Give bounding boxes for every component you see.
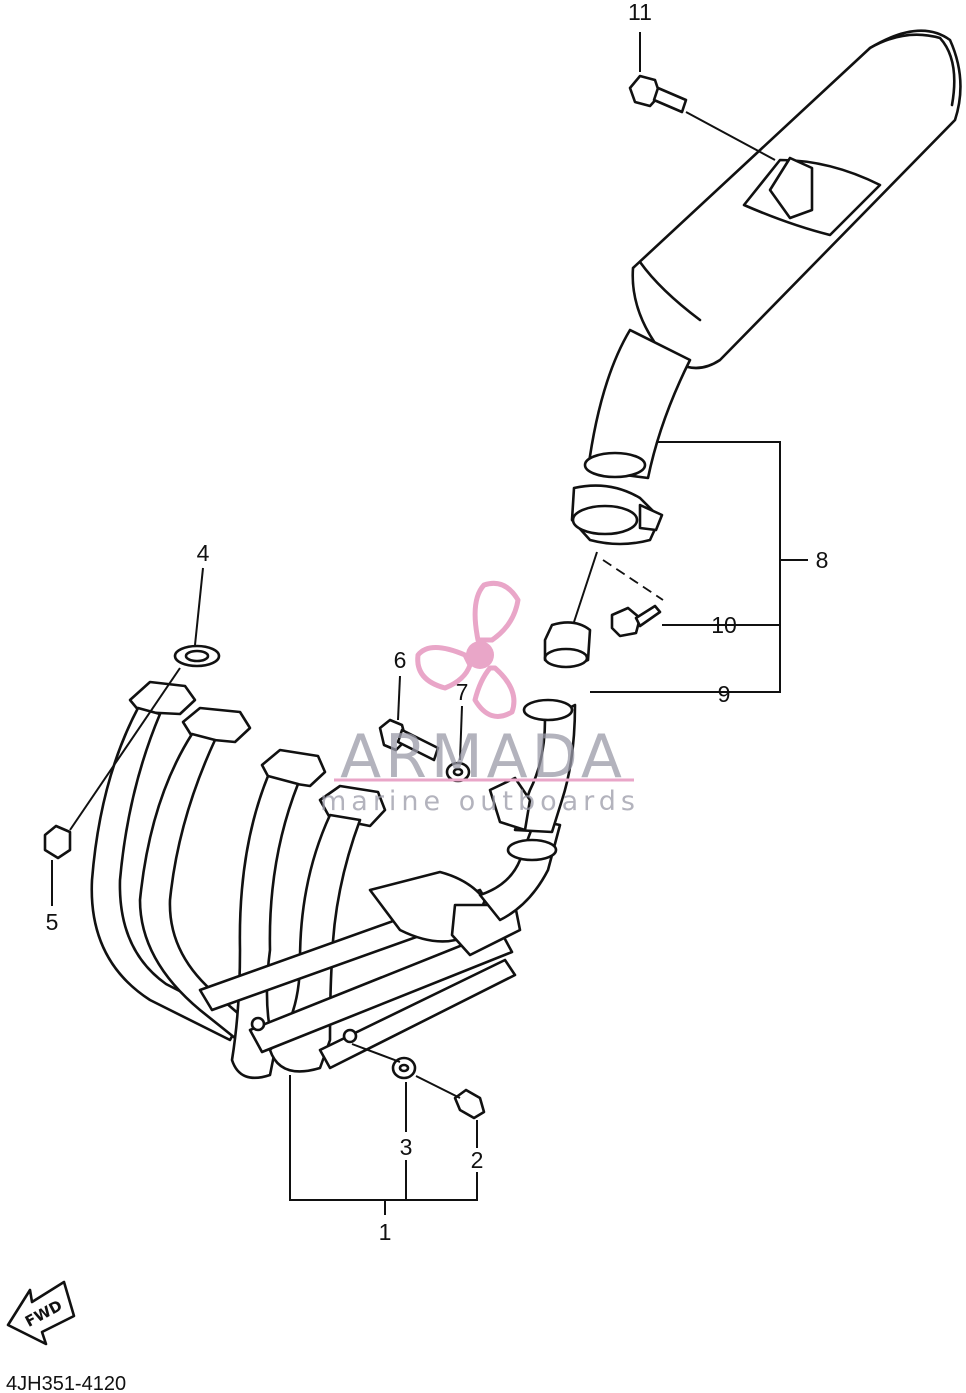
diagram-code: 4JH351-4120 (6, 1373, 126, 1393)
callout-10: 10 (711, 612, 737, 638)
gasket-4 (173, 644, 221, 668)
callout-5: 5 (46, 909, 59, 935)
leader-lines (51, 32, 808, 1215)
washer-7 (445, 761, 471, 783)
exhaust-header-pipes (90, 680, 577, 1080)
callout-1: 1 (379, 1219, 392, 1245)
bolt-10 (610, 604, 662, 638)
callout-8: 8 (816, 547, 829, 573)
watermark: ARMADA marine outboards (320, 580, 640, 817)
bolt-6 (378, 718, 440, 762)
callout-3: 3 (400, 1134, 413, 1160)
callout-numbers: 11 8 10 9 4 6 7 5 3 2 1 (46, 0, 829, 1245)
watermark-subtitle: marine outboards (320, 786, 640, 817)
nut-5 (43, 824, 72, 860)
bolt-2 (453, 1088, 486, 1120)
propeller-logo-icon (415, 580, 521, 719)
muffler (583, 29, 962, 480)
callout-4: 4 (197, 540, 210, 566)
callout-11: 11 (628, 0, 652, 25)
callout-9: 9 (718, 681, 731, 707)
clamp (570, 484, 664, 546)
callout-2: 2 (471, 1147, 484, 1173)
fwd-arrow: FWD (6, 1280, 76, 1346)
callout-7: 7 (456, 679, 469, 705)
gasket-9 (543, 621, 592, 669)
bolt-11 (628, 74, 688, 114)
callout-6: 6 (394, 647, 407, 673)
washer-3 (391, 1056, 417, 1080)
